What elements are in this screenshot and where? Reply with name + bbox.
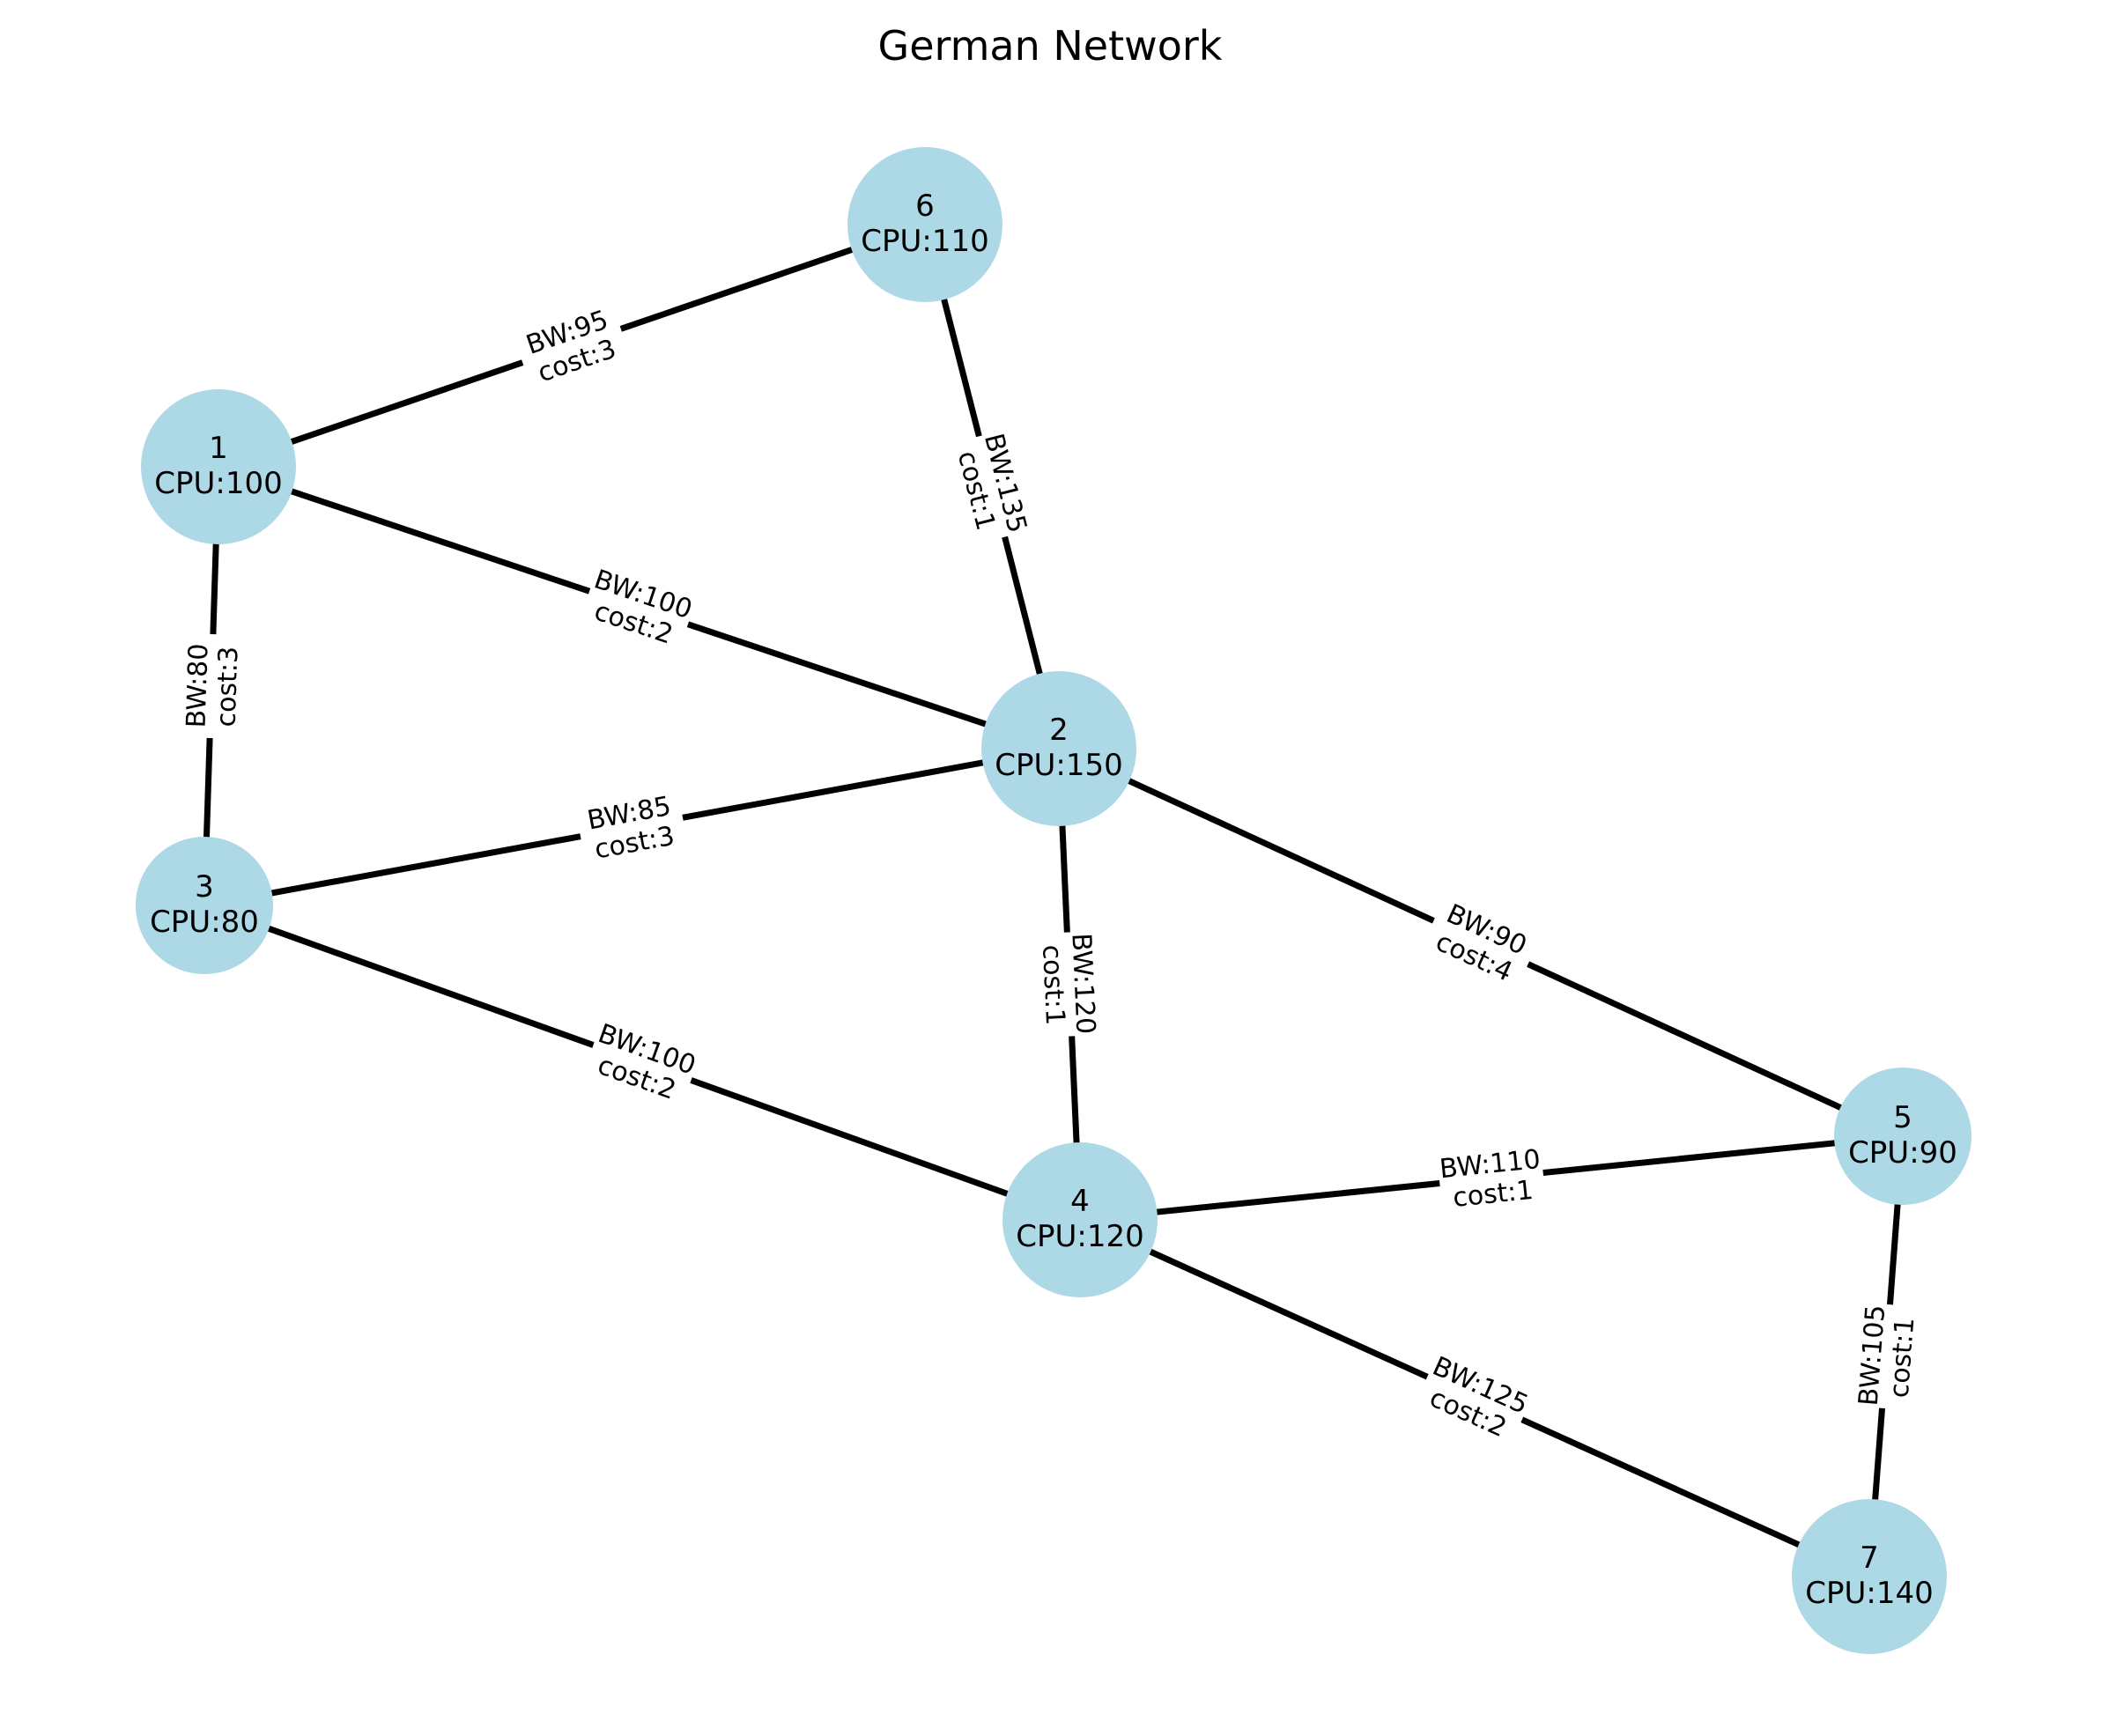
edge-label-background — [1850, 1302, 1922, 1411]
edge-label-background — [1414, 1348, 1535, 1449]
node-cpu-label: CPU:120 — [1016, 1219, 1143, 1254]
diagram-title: German Network — [878, 22, 1223, 70]
edge-label-background — [178, 632, 245, 740]
edge-label-background — [512, 299, 632, 393]
node-cpu-label: CPU:100 — [154, 466, 282, 501]
node-circle — [847, 147, 1002, 302]
nodes-layer: 1CPU:1002CPU:1503CPU:804CPU:1205CPU:906C… — [136, 147, 1972, 1654]
node-id-label: 5 — [1893, 1100, 1912, 1135]
node-id-label: 3 — [195, 869, 214, 905]
node-cpu-label: CPU:150 — [995, 748, 1122, 783]
edge-bandwidth-label: BW:80 — [181, 643, 214, 728]
node-id-label: 2 — [1049, 713, 1069, 748]
edge-label-background — [582, 1015, 702, 1111]
node-id-label: 6 — [915, 188, 935, 224]
edge-label-background — [579, 561, 699, 654]
node-cpu-label: CPU:140 — [1805, 1576, 1933, 1611]
node-circle — [981, 671, 1136, 826]
node-cpu-label: CPU:90 — [1848, 1135, 1957, 1171]
edge-label-background — [574, 786, 689, 868]
node-circle — [1834, 1067, 1972, 1205]
node-id-label: 4 — [1070, 1184, 1090, 1219]
node-id-label: 7 — [1860, 1540, 1879, 1576]
node-circle — [141, 389, 296, 544]
node-cpu-label: CPU:80 — [150, 905, 259, 940]
edge-cost-label: cost:3 — [211, 646, 245, 728]
node-cpu-label: CPU:110 — [861, 224, 988, 259]
node-circle — [1792, 1499, 1947, 1654]
edge-label-background — [1420, 891, 1542, 994]
edge-label-background — [1436, 1141, 1547, 1215]
node-id-label: 1 — [209, 431, 228, 466]
edge-cost-label: cost:1 — [1036, 944, 1070, 1026]
edges-layer — [201, 221, 1906, 1580]
edge-cost-label: cost:1 — [1884, 1316, 1921, 1399]
edge-bandwidth-label: BW:105 — [1853, 1304, 1892, 1407]
edge-bandwidth-label: BW:120 — [1065, 933, 1100, 1035]
edge-label-background — [1035, 930, 1104, 1038]
node-circle — [1002, 1142, 1158, 1297]
edge-label-background — [948, 428, 1036, 545]
node-circle — [136, 837, 273, 974]
